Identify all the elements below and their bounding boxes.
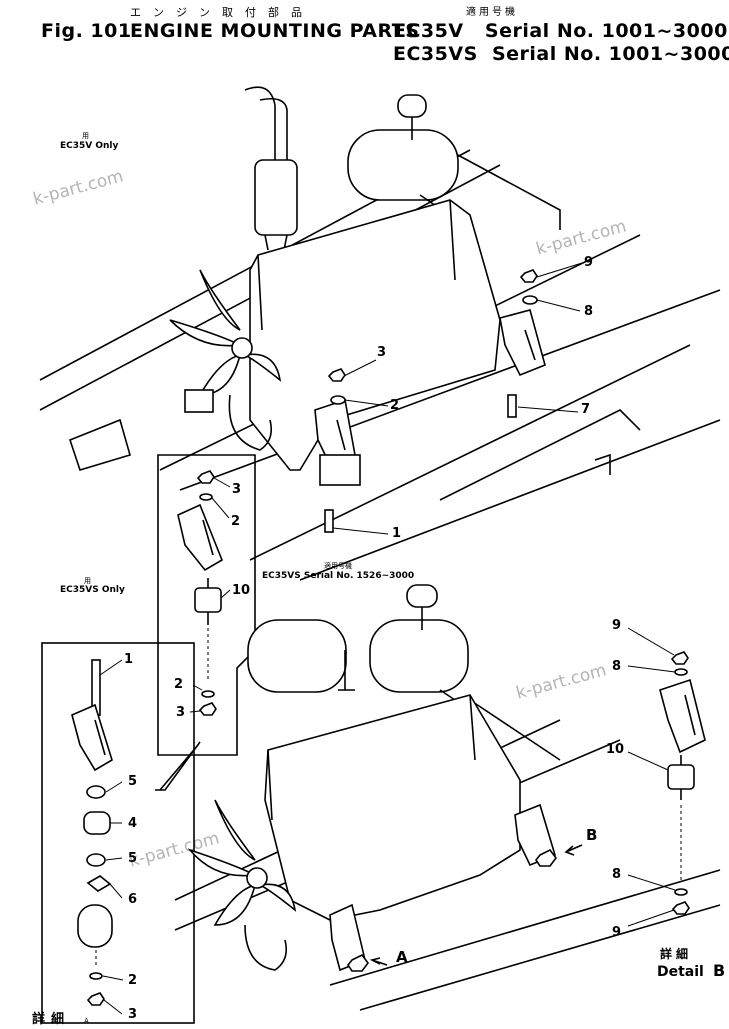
japanese-applicable-label: 適用号機 [466,7,518,18]
callout-detailb-9-top: 9 [612,618,622,633]
serial-range-ec35vs: EC35VS Serial No. 1001~3000 [393,43,729,65]
detail-b-leaders [627,627,676,927]
upper-engine-block [249,199,501,471]
lower-air-cleaner [369,584,479,716]
callout-top-8: 8 [584,304,594,319]
detail-a-jp: 詳細 [32,1012,71,1027]
callout-left-1: 1 [124,652,134,667]
ec35vs-only-note: EC35VS Only [60,585,125,595]
lower-fan [187,799,297,971]
callout-detailb-10: 10 [606,742,625,757]
inset-left-border [41,642,195,1024]
detail-b-label: Detail [657,964,704,980]
callout-detailb-8-top: 8 [612,659,622,674]
callout-inset-2-top: 2 [231,514,241,529]
callout-left-5-bottom: 5 [128,851,138,866]
callout-detailb-8-bottom: 8 [612,867,622,882]
ec35vs-serial-note: EC35VS Serial No. 1526~3000 [262,571,415,581]
ec35v-only-note: EC35V Only [60,141,119,151]
callout-inset-3-bottom: 3 [176,705,186,720]
callout-inset-3-top: 3 [232,482,242,497]
detail-a-letter: A [84,1017,89,1025]
callout-left-4: 4 [128,816,138,831]
inset-upper-border [157,454,256,756]
page-title: ENGINE MOUNTING PARTS [130,20,420,42]
callout-inset-10: 10 [232,583,251,598]
upper-leaders [332,262,583,535]
arrow-a-label: A [396,948,408,966]
callout-top-9: 9 [584,255,594,270]
lower-engine-block [264,694,521,921]
inset-left-parts [71,659,113,1006]
detail-b-letter: B [713,961,726,980]
callout-top-2: 2 [390,398,400,413]
inset-upper-arrow [155,741,201,791]
lower-arrows [369,844,583,966]
inset-left-leaders [99,659,124,1015]
upper-fan [169,269,282,451]
lower-muffler [247,619,355,693]
callout-inset-2-bottom: 2 [174,677,184,692]
callout-left-5-top: 5 [128,774,138,789]
callout-left-3: 3 [128,1007,138,1022]
upper-brackets [184,309,546,486]
upper-fasteners [324,269,538,533]
callout-left-6: 6 [128,892,138,907]
callout-top-3: 3 [377,345,387,360]
callout-top-1: 1 [392,526,402,541]
ec35v-note-jp: 用 [82,132,89,140]
figure-number: Fig. 101 [41,20,132,42]
upper-air-cleaner [347,94,461,226]
callout-detailb-9-bottom: 9 [612,925,622,940]
japanese-title: エンジン取付部品 [130,6,314,19]
lower-brackets [329,803,557,972]
detail-b-jp: 詳細 [660,947,693,961]
detail-b-parts [659,651,706,915]
ec35vs-note-jp: 用 [84,577,91,585]
callout-top-7: 7 [581,402,591,417]
upper-exhaust-pipe [244,86,298,251]
inset-upper-parts [177,470,223,716]
arrow-b-label: B [586,826,598,844]
callout-left-2: 2 [128,973,138,988]
serial-range-ec35v: EC35V Serial No. 1001~3000 [393,20,728,42]
